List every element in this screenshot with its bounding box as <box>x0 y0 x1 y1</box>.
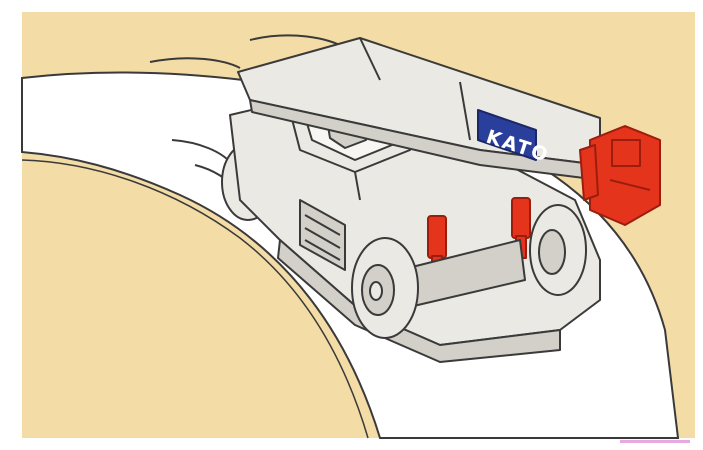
edge-accent-strip <box>620 440 690 443</box>
hook-block-red <box>580 126 660 225</box>
front-right-tire <box>530 205 586 295</box>
front-left-tire <box>352 238 418 338</box>
